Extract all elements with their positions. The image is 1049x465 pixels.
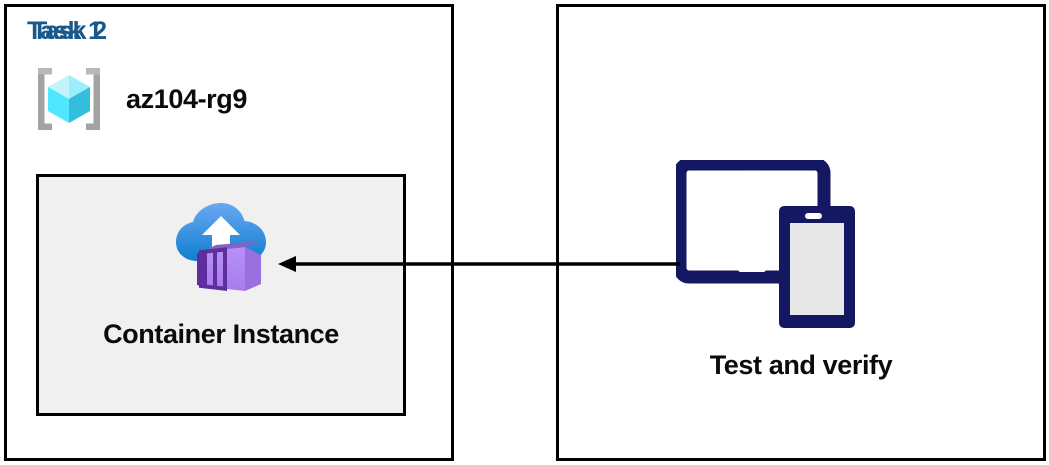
resource-group-row: az104-rg9: [30, 60, 247, 138]
azure-resource-group-icon: [30, 60, 108, 138]
container-instance-label: Container Instance: [103, 319, 339, 349]
task-2-heading: Task 2: [32, 17, 107, 45]
devices-tablet-phone-icon: [673, 157, 872, 332]
azure-container-instance-icon: [169, 199, 273, 293]
resource-group-name-label: az104-rg9: [126, 83, 247, 114]
container-instance-box: Container Instance: [36, 174, 406, 416]
task-1-heading: Task 1: [27, 17, 102, 45]
test-and-verify-label: Test and verify: [709, 350, 893, 380]
